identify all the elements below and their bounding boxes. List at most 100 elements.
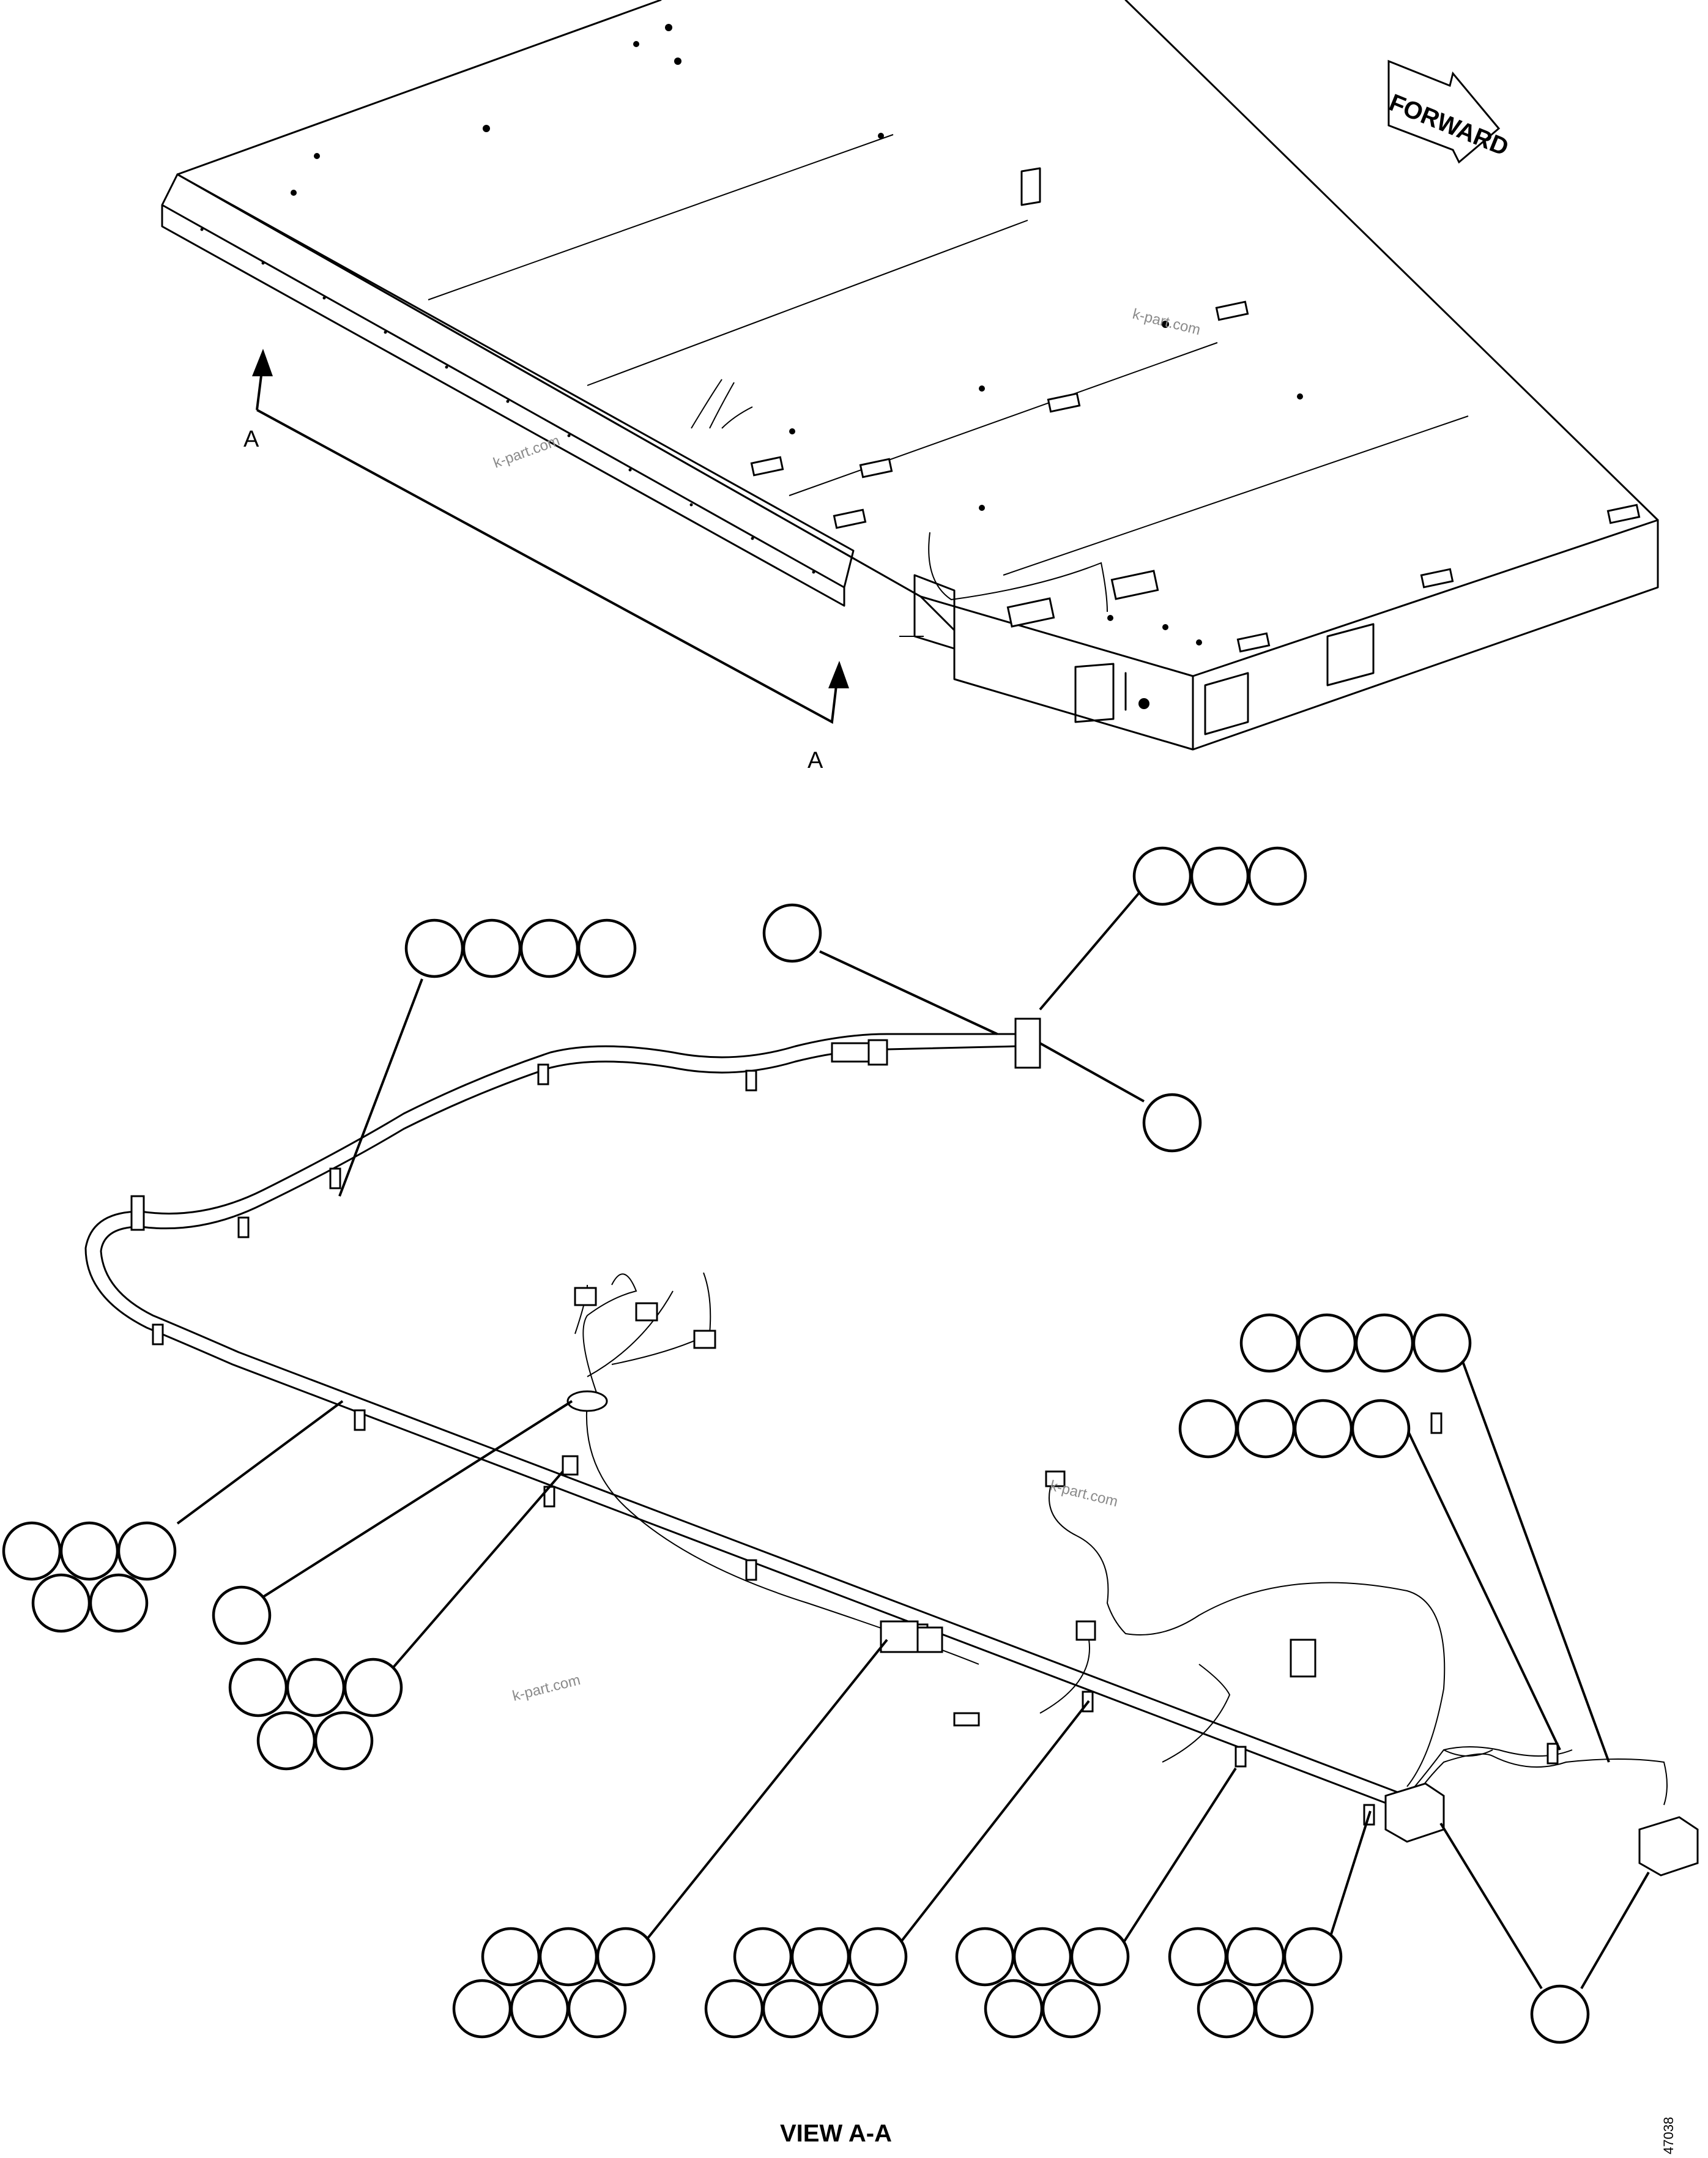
side-access-panel [1326,623,1375,686]
callout-group-clip-lamp [1168,1927,1343,2039]
callout-group-inline-connector [452,1927,656,2039]
callout-group-clip-right [955,1927,1130,2039]
callout-bubble [984,1979,1044,2039]
deck-harness [691,379,1108,637]
watermark: k-part.com [1049,1478,1120,1511]
callout-bubble [1132,846,1192,906]
top-bracket [1020,167,1041,206]
callout-bubble [228,1658,288,1717]
callout-group-connector-top-right [1132,846,1307,906]
callout-bubble [1142,1093,1202,1153]
callout-bubble [481,1927,541,1987]
callout-bubble [59,1521,119,1581]
callout-bubble [762,1979,822,2039]
lamp-branch [1406,1746,1668,1812]
callout-bubble [1297,1313,1357,1373]
callout-bubble [343,1658,403,1717]
callout-bubble [1070,1927,1130,1987]
branch-plugs [574,1272,711,1402]
callout-bubble [733,1927,793,1987]
callout-bubble [1041,1979,1101,2039]
panel-seam-3 [789,342,1218,496]
end-panel-left [1074,663,1115,723]
lamp-left [1384,1782,1445,1843]
callout-bubble [462,918,522,978]
callout-bubble [510,1979,570,2039]
callout-bubble [286,1658,346,1717]
callout-bubble [117,1521,177,1581]
end-box-left [913,574,956,650]
end-panel-right [1204,672,1249,735]
harness-trunk-inner [100,1045,1408,1797]
callout-group-lamp-harness-b [1178,1399,1411,1459]
section-marker-bottom: A [808,748,823,773]
branch-mid [585,1401,1090,1714]
callout-bubble [1530,1984,1590,2044]
view-label: VIEW A-A [780,2120,892,2147]
lamp-right [1638,1816,1699,1877]
callout-bubble [452,1979,512,2039]
deck-holes [291,24,1303,709]
callout-bubble [404,918,464,978]
watermark: k-part.com [491,432,562,471]
callout-bubble [1283,1927,1343,1987]
callout-group-harness-clip-left [2,1521,177,1633]
platform-side-face [919,519,1659,751]
callout-bubble [1293,1399,1353,1459]
callout-bubble [1354,1313,1414,1373]
callout-bubble [1225,1927,1285,1987]
callout-bubble [1239,1313,1299,1373]
callout-group-grommet [212,1585,272,1645]
forward-arrow: FORWARD [1386,59,1512,164]
callout-bubble [1254,1979,1314,2039]
callout-bubble [848,1927,908,1987]
branch-right [1049,1480,1493,1787]
callout-group-harness-top-clip [404,918,637,978]
section-line-a-a: A A [243,349,849,773]
callout-bubble [1168,1927,1228,1987]
callout-bubble [762,903,822,963]
panel-seam-4 [1003,415,1469,576]
deck-pads [750,300,1641,653]
panel-seam-1 [428,134,894,300]
callout-group-connector-plug [1142,1093,1202,1153]
callout-bubble [31,1573,91,1633]
drawing-code: 47038 [1661,2117,1676,2154]
callout-bubble [1012,1927,1072,1987]
callout-bubble [577,918,637,978]
callout-bubble [1197,1979,1257,2039]
callout-group-clip-center [704,1927,908,2039]
callout-group-lamp-harness-a [1239,1313,1472,1373]
wire-harness [84,1018,1699,1877]
platform-side-rail [161,173,922,607]
harness-connectors [130,1018,1316,1727]
section-marker-top: A [243,426,259,452]
callout-bubble [955,1927,1015,1987]
callout-bubble [704,1979,764,2039]
callout-group-connector-top-left [762,903,822,963]
callouts [2,846,1650,2044]
callout-bubble [1351,1399,1411,1459]
callout-bubble [2,1521,62,1581]
leader-lines [176,886,1650,1990]
watermark: k-part.com [1131,306,1203,339]
callout-bubble [1190,846,1250,906]
callout-bubble [212,1585,272,1645]
callout-bubble [819,1979,879,2039]
callout-bubble [314,1711,374,1771]
callout-bubble [567,1979,627,2039]
callout-group-bracket-clip [228,1658,403,1771]
watermark: k-part.com [511,1672,582,1705]
callout-bubble [256,1711,316,1771]
callout-bubble [1412,1313,1472,1373]
callout-group-lamp [1530,1984,1590,2044]
platform-assembly [161,0,1659,751]
callout-bubble [538,1927,598,1987]
callout-bubble [596,1927,656,1987]
callout-bubble [1178,1399,1238,1459]
panel-seam-2 [587,220,1028,386]
callout-bubble [89,1573,149,1633]
callout-bubble [1247,846,1307,906]
rail-holes [200,228,815,574]
